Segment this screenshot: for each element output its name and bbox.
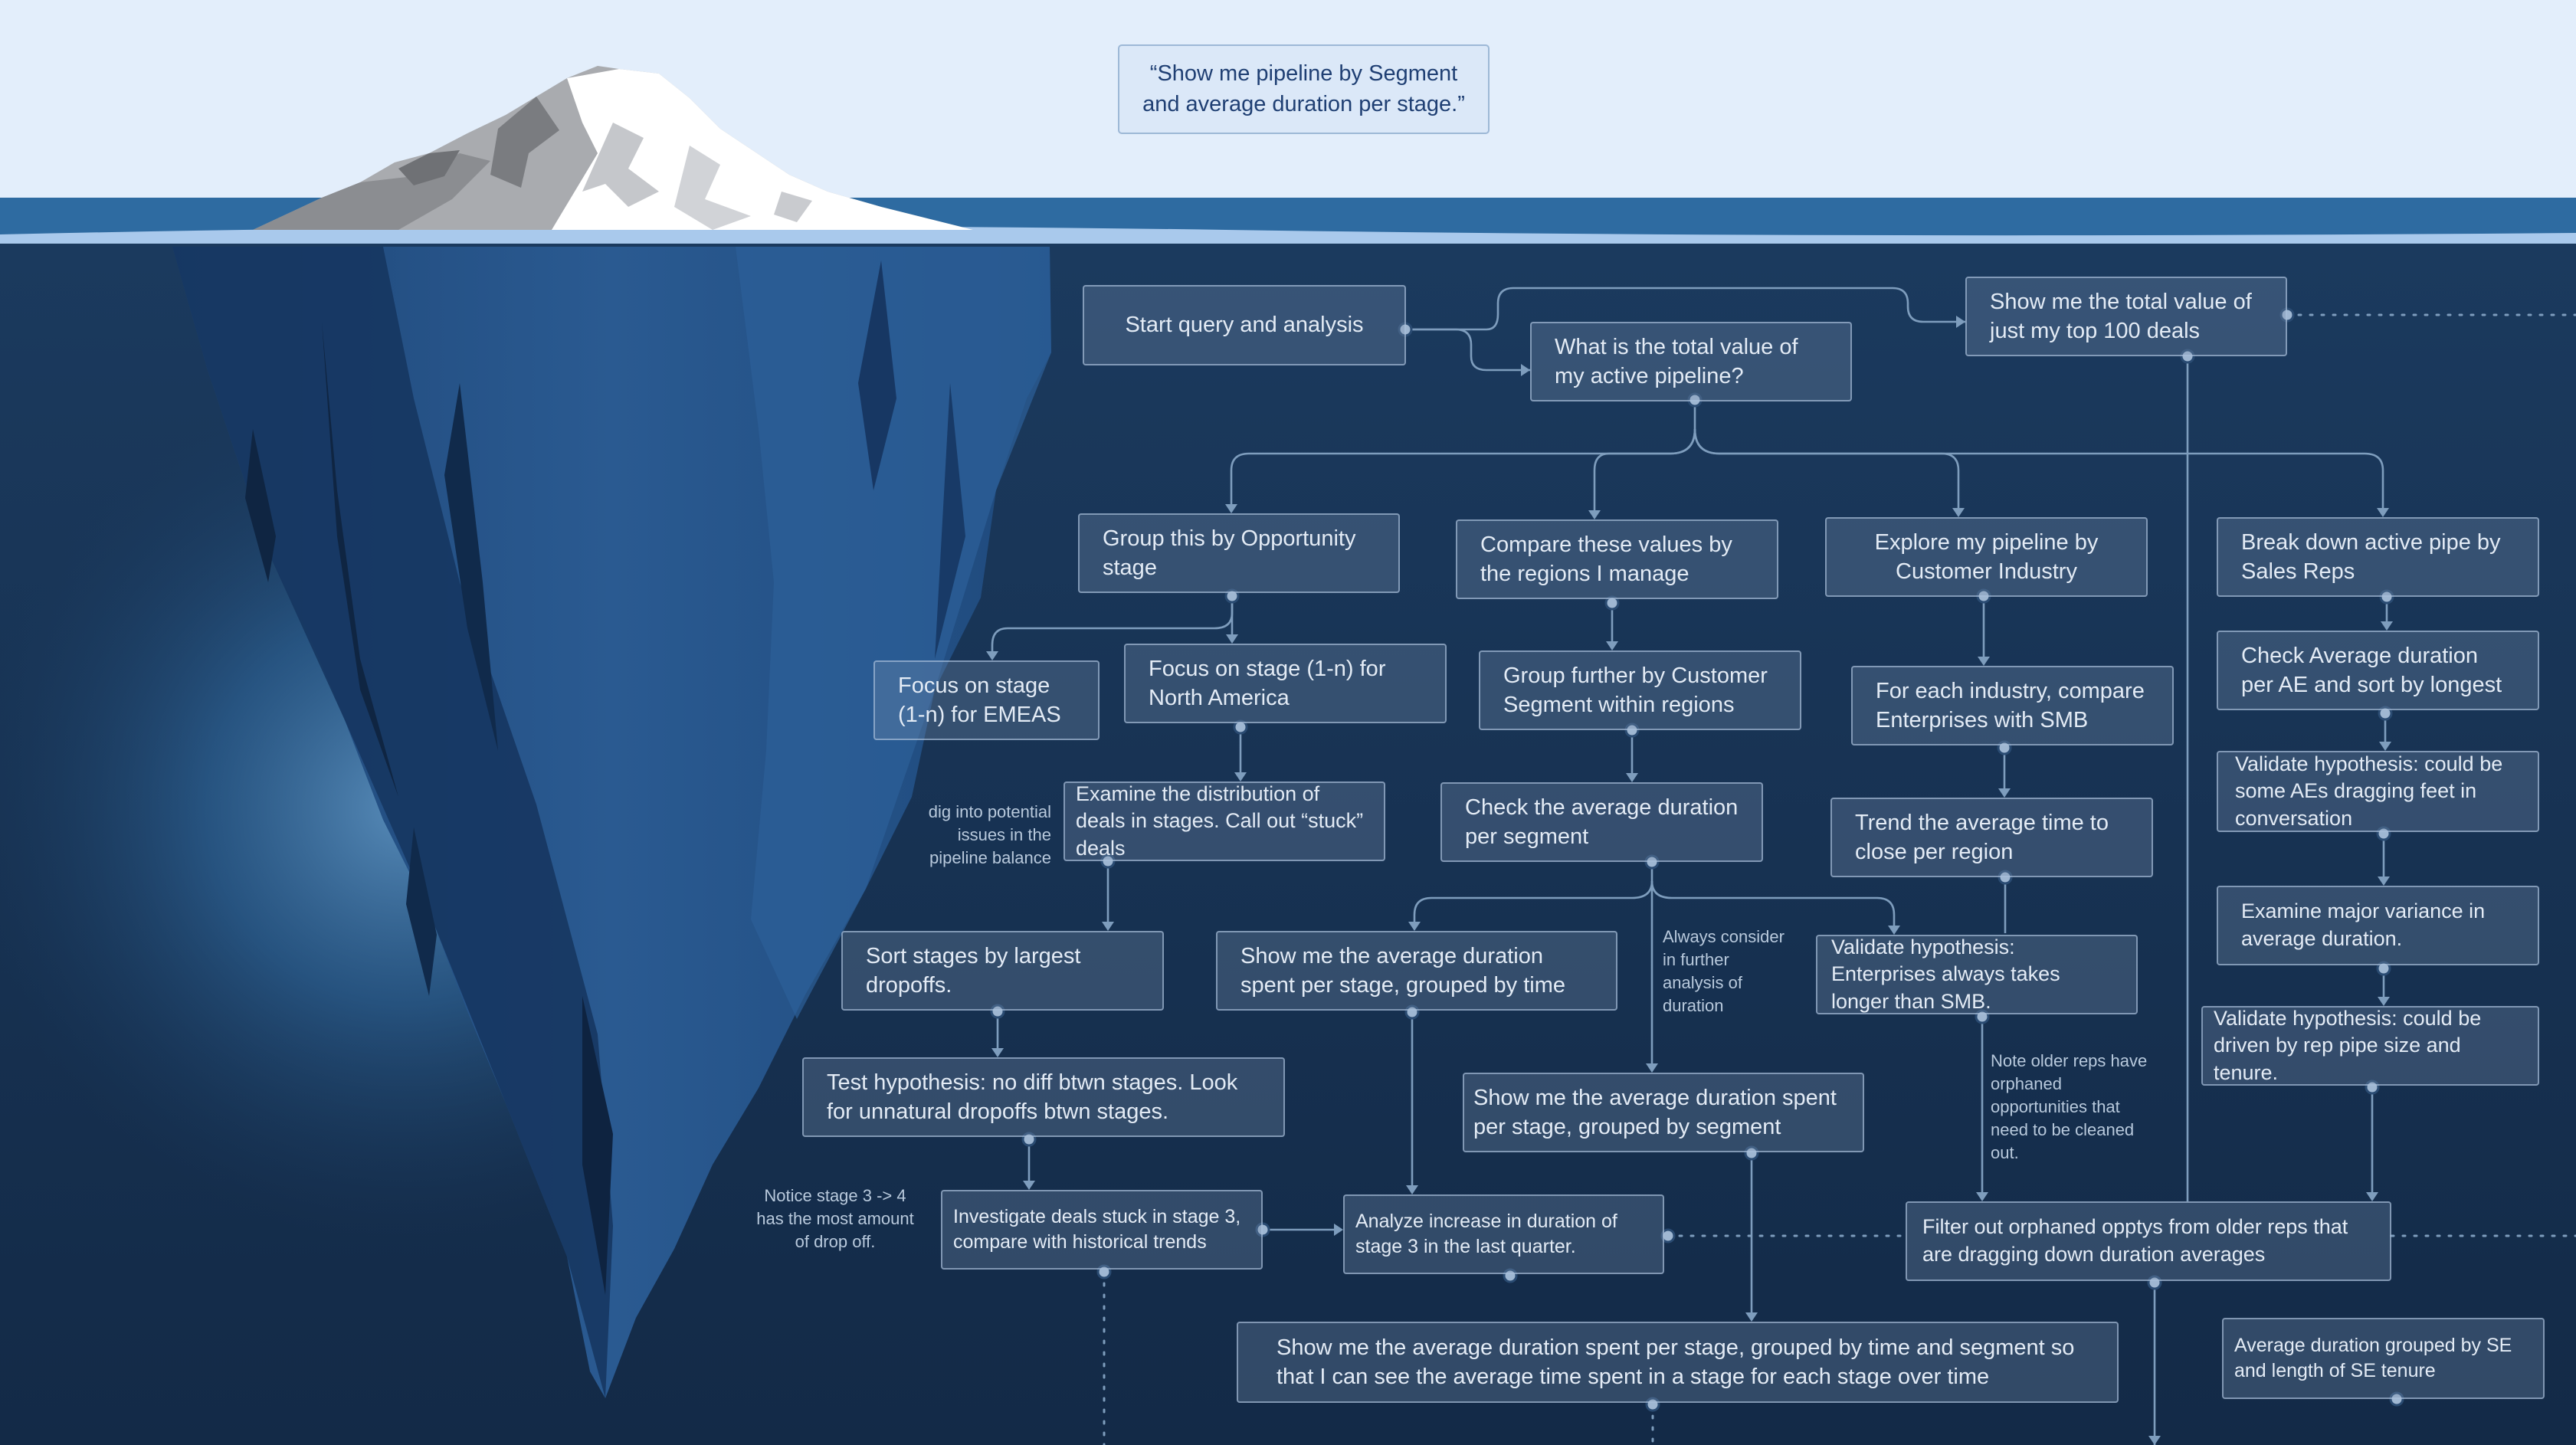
examine-variance-node[interactable]: Examine major variance in average durati… <box>2217 886 2539 965</box>
older-reps-note: Note older reps have orphaned opportunit… <box>1991 1051 2148 1162</box>
validate-rep-pipe-hypothesis-node[interactable]: Validate hypothesis: could be driven by … <box>2201 1006 2539 1086</box>
group-by-opportunity-stage-node[interactable]: Group this by Opportunity stage <box>1078 513 1400 593</box>
waterline <box>0 226 2576 247</box>
duration-by-time-and-segment-node[interactable]: Show me the average duration spent per s… <box>1237 1322 2119 1403</box>
always-consider-note: Always consider in further analysis of d… <box>1663 927 1785 1015</box>
compare-by-regions-node[interactable]: Compare these values by the regions I ma… <box>1456 519 1778 599</box>
trend-time-to-close-node[interactable]: Trend the average time to close per regi… <box>1830 798 2153 877</box>
iceberg-tip <box>253 66 973 230</box>
sort-stages-dropoffs-node[interactable]: Sort stages by largest dropoffs. <box>841 931 1164 1011</box>
duration-by-time-node[interactable]: Show me the average duration spent per s… <box>1216 931 1617 1011</box>
group-by-customer-segment-node[interactable]: Group further by Customer Segment within… <box>1479 650 1801 730</box>
notice-stage-note: Notice stage 3 -> 4 has the most amount … <box>756 1186 914 1251</box>
dig-into-note: dig into potential issues in the pipelin… <box>928 802 1051 867</box>
total-pipeline-value-node[interactable]: What is the total value of my active pip… <box>1530 322 1852 401</box>
focus-north-america-node[interactable]: Focus on stage (1-n) for North America <box>1124 644 1447 723</box>
user-prompt-box: “Show me pipeline by Segment and average… <box>1118 44 1490 134</box>
break-down-sales-reps-node[interactable]: Break down active pipe by Sales Reps <box>2217 517 2539 597</box>
validate-ae-hypothesis-node[interactable]: Validate hypothesis: could be some AEs d… <box>2217 751 2539 832</box>
validate-enterprise-hypothesis-node[interactable]: Validate hypothesis: Enterprises always … <box>1816 935 2138 1014</box>
focus-emeas-node[interactable]: Focus on stage (1-n) for EMEAS <box>873 660 1100 740</box>
investigate-stage-3-node[interactable]: Investigate deals stuck in stage 3, comp… <box>941 1190 1263 1270</box>
filter-orphaned-opptys-node[interactable]: Filter out orphaned opptys from older re… <box>1906 1201 2391 1281</box>
test-hypothesis-node[interactable]: Test hypothesis: no diff btwn stages. Lo… <box>802 1057 1285 1137</box>
check-avg-duration-per-ae-node[interactable]: Check Average duration per AE and sort b… <box>2217 631 2539 710</box>
start-query-node[interactable]: Start query and analysis <box>1083 285 1406 365</box>
top-100-deals-node[interactable]: Show me the total value of just my top 1… <box>1965 277 2287 356</box>
analyze-stage-3-increase-node[interactable]: Analyze increase in duration of stage 3 … <box>1343 1194 1664 1274</box>
explore-customer-industry-node[interactable]: Explore my pipeline by Customer Industry <box>1825 517 2148 597</box>
check-avg-duration-per-segment-node[interactable]: Check the average duration per segment <box>1440 782 1763 862</box>
compare-enterprise-smb-node[interactable]: For each industry, compare Enterprises w… <box>1851 666 2174 745</box>
examine-distribution-node[interactable]: Examine the distribution of deals in sta… <box>1064 781 1385 861</box>
iceberg-underwater <box>172 247 1051 1398</box>
avg-duration-by-se-tenure-node[interactable]: Average duration grouped by SE and lengt… <box>2222 1318 2545 1399</box>
duration-by-segment-node[interactable]: Show me the average duration spent per s… <box>1463 1073 1864 1152</box>
